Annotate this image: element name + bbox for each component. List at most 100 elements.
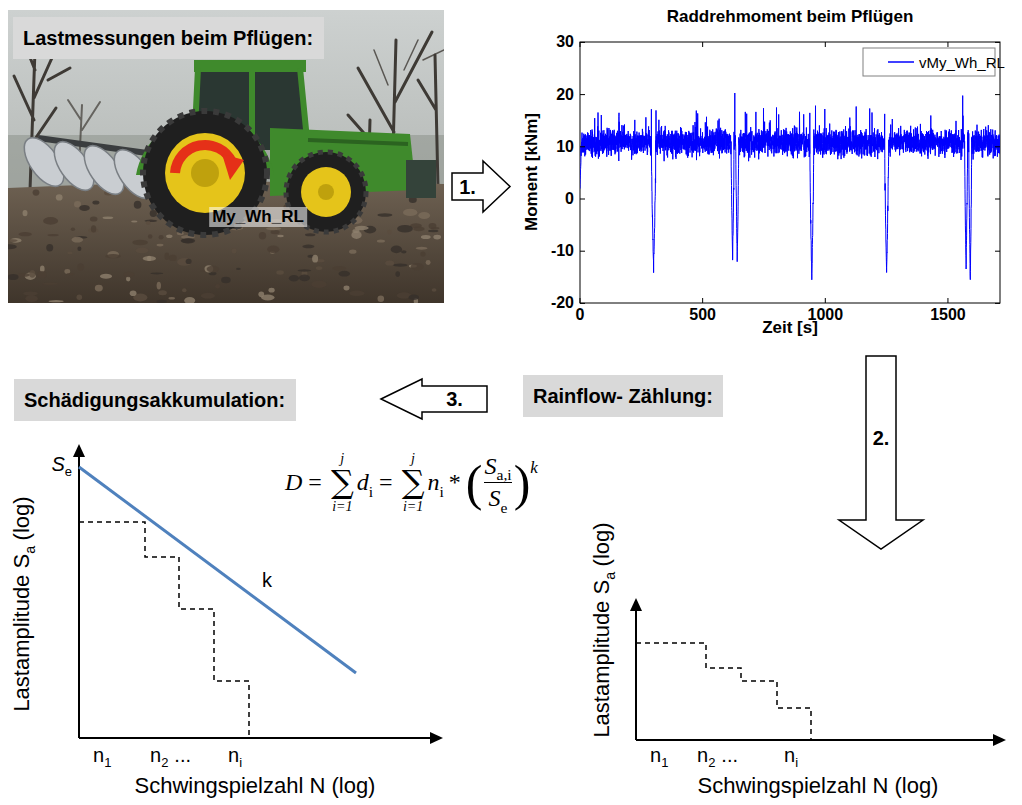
- cycle-tick-label: ni: [784, 744, 798, 767]
- soil-clod: [42, 283, 57, 285]
- formula-term: Sa,i: [484, 453, 511, 481]
- endurance-limit-label: Se: [51, 453, 72, 476]
- heading-text: Lastmessungen beim Pflügen:: [23, 27, 313, 49]
- symbol: S: [484, 453, 496, 479]
- soil-clod: [186, 259, 192, 264]
- soil-clod: [77, 263, 84, 271]
- axis-text: (log): [9, 496, 34, 540]
- soil-clod: [312, 255, 318, 263]
- soil-clod: [29, 270, 35, 278]
- y-tick-label: 30: [556, 33, 574, 51]
- soil-clod: [77, 295, 83, 300]
- soil-clods: [8, 190, 441, 304]
- soil-clod: [159, 235, 164, 240]
- soil-clod: [150, 210, 157, 217]
- line-shape: [580, 199, 585, 200]
- soil-clod: [289, 275, 299, 281]
- sum-sign: ∑: [331, 466, 354, 500]
- line-shape: [995, 251, 1000, 252]
- line-shape: [995, 303, 1000, 304]
- soil-clod: [148, 234, 153, 238]
- cycle-tick-label: n2...: [697, 744, 738, 767]
- soil-clod: [182, 288, 186, 292]
- soil-clod: [131, 220, 137, 222]
- y-tick-label: 20: [556, 86, 574, 104]
- soil-clod: [269, 288, 275, 293]
- line-shape: [580, 42, 585, 43]
- torque-arrow: [175, 145, 244, 180]
- soil-clod: [23, 210, 28, 216]
- soil-clod: [299, 275, 310, 282]
- soil-clod: [387, 230, 392, 235]
- soil-clod: [49, 300, 64, 302]
- soil-clod: [67, 273, 75, 275]
- heading-text: Rainflow- Zählung:: [533, 385, 713, 407]
- block-arrow-outline: [380, 378, 488, 420]
- sum-limit: j: [340, 452, 344, 466]
- soil-clod: [103, 217, 114, 219]
- symbol: n: [228, 744, 239, 766]
- soil-clod: [146, 221, 151, 225]
- polygon-shape: [430, 732, 443, 744]
- y-tick-label: 10: [556, 138, 574, 156]
- cycle-tick-label: n1: [650, 744, 668, 767]
- panel-heading-box: Rainflow- Zählung:: [523, 375, 723, 417]
- plot-frame: [580, 42, 1000, 303]
- load-spectrum-steps: [79, 522, 811, 740]
- arrow-text-area: 2.: [866, 356, 896, 520]
- line-shape: [995, 146, 1000, 147]
- rect-shape: [406, 160, 436, 198]
- damage-formula: D=j∑i=1di=j∑i=1ni*(Sa,iSe)k: [285, 452, 538, 514]
- soil-clod: [391, 246, 402, 254]
- symbol: d: [357, 469, 369, 495]
- soil-clod: [67, 252, 72, 255]
- arrow-text-area: 1.: [452, 173, 483, 200]
- soil-clod: [134, 201, 142, 209]
- path-shape: [636, 643, 811, 740]
- soil-clod: [182, 238, 196, 243]
- soil-clod: [426, 260, 431, 265]
- line-shape: [580, 251, 585, 252]
- soil-clod: [397, 225, 413, 233]
- soil-clod: [316, 266, 323, 270]
- parenthesis: ): [514, 458, 531, 508]
- symbol: S: [489, 485, 501, 511]
- soil-clod: [79, 205, 90, 211]
- soil-clod: [236, 268, 241, 270]
- soil-clod: [302, 245, 314, 249]
- panel-heading-box: Schädigungsakkumulation:: [14, 379, 296, 421]
- soil-clod: [136, 248, 149, 254]
- subscript: a: [602, 572, 618, 580]
- soil-clod: [298, 269, 312, 271]
- line-shape: [580, 146, 585, 147]
- soil-clod: [201, 293, 215, 299]
- legend-text: vMy_Wh_RL: [919, 54, 1005, 71]
- line-shape: [995, 199, 1000, 200]
- soil-clod: [411, 263, 424, 270]
- soil-clod: [126, 277, 130, 282]
- line-shape: [825, 298, 826, 303]
- soil-clod: [157, 282, 161, 290]
- axis-text: Lastamplitude S: [9, 554, 34, 712]
- line-shape: [947, 298, 948, 303]
- line-shape: [580, 303, 585, 304]
- path-shape: [308, 140, 408, 144]
- line-shape: [580, 94, 585, 95]
- line-shape: [702, 42, 703, 47]
- circle-shape: [301, 167, 351, 217]
- soil-clod: [401, 250, 407, 253]
- y-tick-label: -10: [551, 242, 574, 260]
- soil-clod: [349, 250, 356, 254]
- subscript: e: [501, 499, 508, 516]
- cycle-tick-label: n1: [93, 744, 111, 767]
- soil-clod: [339, 271, 351, 277]
- ellipsis: ...: [174, 744, 191, 766]
- block-arrow: [452, 161, 510, 212]
- soil-clod: [332, 266, 346, 270]
- step-number: 2.: [873, 427, 890, 449]
- formula-term: Se: [489, 485, 508, 513]
- soil-clod: [8, 244, 17, 249]
- soil-clod: [378, 295, 385, 302]
- x-axis-title: Schwingspielzahl N (log): [698, 774, 939, 798]
- soil-clod: [100, 274, 112, 279]
